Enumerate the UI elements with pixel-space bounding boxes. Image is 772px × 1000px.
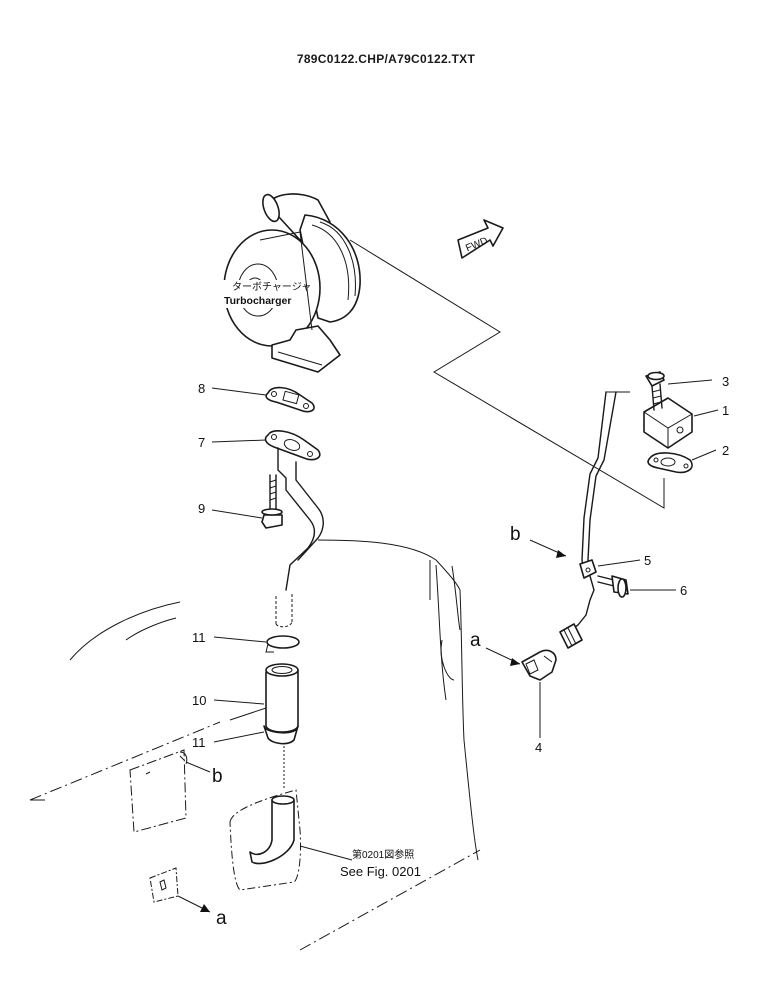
ref-b-upper: b [510, 524, 521, 545]
pipe-end-upper [275, 594, 293, 628]
part-number-11-lower: 11 [192, 735, 206, 750]
ref-a-upper: a [470, 630, 481, 651]
cover-plate-b [129, 749, 188, 833]
part-number-5: 5 [644, 553, 651, 568]
part-9-bolt [261, 474, 283, 529]
part-number-9: 9 [198, 501, 205, 516]
part-number-11-upper: 11 [192, 630, 206, 645]
part-7-drain-flange-pipe [264, 430, 324, 591]
part-3-bolt [645, 371, 665, 411]
forward-direction-arrow: FWD [457, 219, 504, 259]
part-number-1: 1 [722, 403, 729, 418]
turbocharger-label-jp: ターボチャージャ [232, 281, 311, 293]
part-number-8: 8 [198, 381, 205, 396]
part-10-hose [265, 663, 299, 733]
part-1-block [643, 397, 693, 449]
tube-nut [559, 623, 583, 649]
ref-a-lower: a [216, 908, 227, 929]
cover-plate-a [149, 867, 179, 903]
part-number-4: 4 [535, 740, 542, 755]
part-5-clip [579, 559, 597, 579]
part-8-gasket [265, 386, 315, 413]
see-fig-label-jp: 第0201図参照 [352, 848, 414, 861]
document-title: 789C0122.CHP/A79C0122.TXT [296, 52, 476, 66]
turbocharger-label-en: Turbocharger [224, 295, 291, 307]
part-6-bolt [597, 575, 629, 598]
part-4-elbow-fitting [521, 649, 557, 681]
part-11-lower-clamp [263, 725, 299, 745]
part-number-6: 6 [680, 583, 687, 598]
part-number-7: 7 [198, 435, 205, 450]
part-number-2: 2 [722, 443, 729, 458]
part-number-3: 3 [722, 374, 729, 389]
part-11-upper-clamp [265, 635, 300, 653]
engine-block-outline [29, 539, 481, 951]
see-fig-label-en: See Fig. 0201 [340, 864, 421, 879]
part-2-gasket [647, 452, 693, 474]
oil-pan-return-pipe [229, 789, 301, 891]
part-number-10: 10 [192, 693, 206, 708]
ref-b-lower: b [212, 766, 223, 787]
